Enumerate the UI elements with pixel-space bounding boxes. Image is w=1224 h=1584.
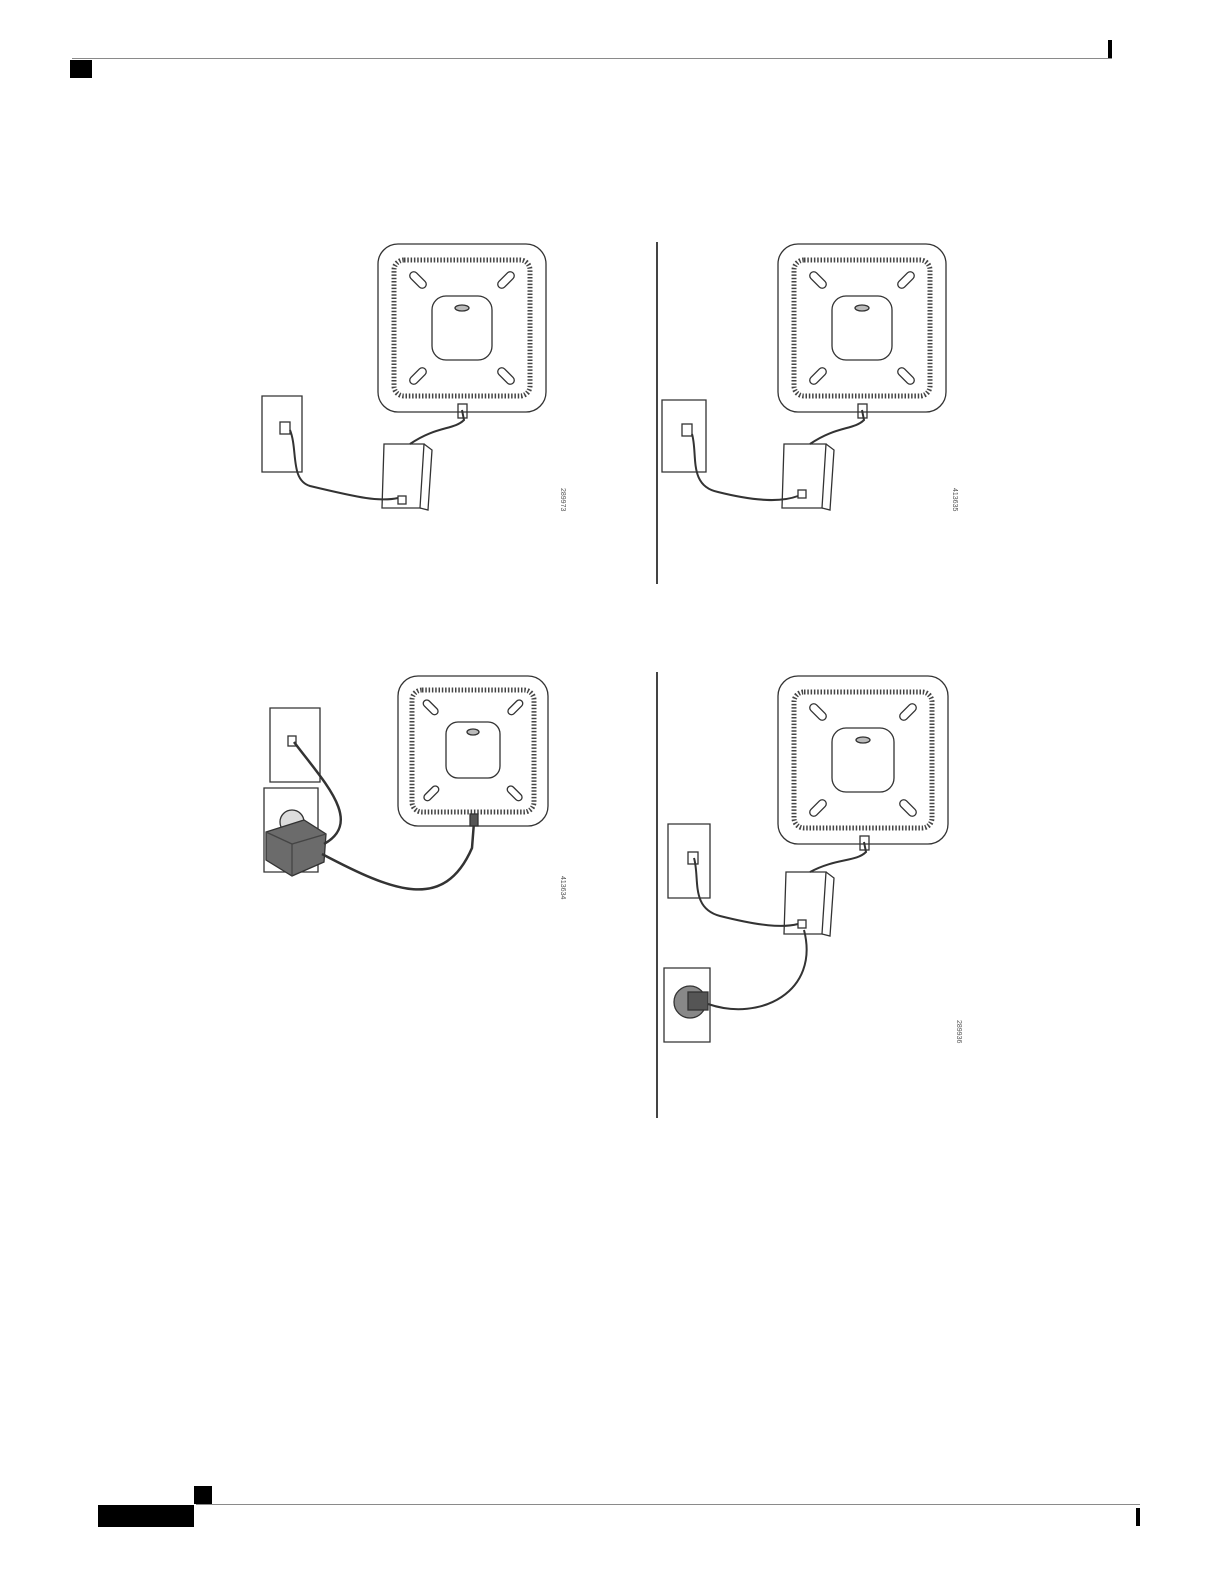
figure-number: 289973 (559, 488, 566, 511)
header-corner-mark (1108, 40, 1112, 58)
footer-page-block (98, 1505, 194, 1527)
figure-divider-bottom (656, 672, 658, 1118)
figure-number: 413634 (559, 876, 566, 899)
footer-corner-mark (1136, 1508, 1140, 1526)
figure-number: 289936 (955, 1020, 962, 1043)
figure-conference-phone-poe-and-power (660, 672, 980, 1072)
header-section-mark (70, 60, 92, 78)
figure-conference-phone-power-adapter (244, 672, 574, 902)
figure-number: 413635 (951, 488, 958, 511)
footer-page-mark (194, 1486, 212, 1504)
footer-rule (196, 1504, 1140, 1505)
figure-conference-phone-poe-wall-alt (658, 240, 978, 520)
header-rule (72, 58, 1112, 59)
figure-conference-phone-poe-wall (250, 240, 570, 520)
